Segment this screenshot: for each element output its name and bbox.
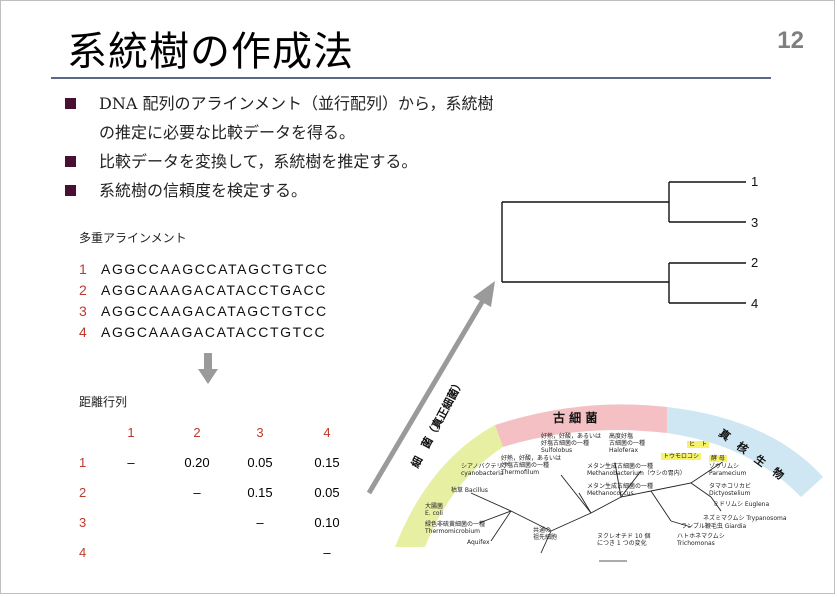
bullet-list: DNA 配列のアラインメント（並行配列）から，系統樹 の推定に必要な比較データを… [61,89,531,205]
page-number: 12 [777,27,804,54]
bullet-item: DNA 配列のアラインメント（並行配列）から，系統樹 の推定に必要な比較データを… [61,89,531,147]
alignment-label: 多重アラインメント [79,231,187,245]
matrix-header-row: 1 2 3 4 [79,425,359,445]
matrix-row: 4 – [79,545,359,565]
band-archaea [495,404,667,447]
band-eukarya [667,407,823,497]
matrix-cell: 0.20 [184,455,210,470]
matrix-cell: – [193,485,201,500]
matrix-cell: – [256,515,264,530]
matrix-label: 距離行列 [79,395,128,409]
matrix-row-index: 3 [79,515,87,530]
alignment-sequence: AGGCCAAGCCATAGCTGTCC [101,261,329,277]
band-bacteria [395,425,503,547]
alignment-row: 2 AGGCAAAGACATACCTGACC [79,280,329,301]
label-cyanobacteria: シアノバクテリア cyanobacteria [461,463,509,477]
label-human: ヒ ト [687,441,710,448]
alignment-sequence: AGGCCAAGACATAGCTGTCC [101,303,328,319]
alignment-index: 4 [79,324,87,340]
matrix-header-cell: 4 [323,425,331,440]
phylo-tree [501,181,746,304]
label-methanobacterium: メタン生成古細菌の一種 Methanobacterium（ウシの胃内） [587,463,686,477]
label-trichomonas: ハトホネマクムシ Trichomonas [677,533,725,547]
tree-leaf-label: 3 [751,215,759,230]
matrix-cell: 0.05 [247,455,273,470]
label-sulfolobus: 好熱，好酸，あるいは 好塩古細菌の一種 Sulfolobus [541,433,602,454]
tree-leaf-label: 2 [751,255,759,270]
label-paramecium: ゾウリムシ Paramecium [709,463,747,477]
bullet-item: 系統樹の信頼度を検定する。 [61,176,531,205]
bullet-text-line: 比較データを変換して，系統樹を推定する。 [99,152,418,171]
label-haloferax: 高度好塩 古細菌の一種 Haloferax [609,433,646,454]
label-bacillus: 枯草 Bacillus [451,487,488,494]
label-ecoli: 大腸菌 E. coli [425,503,444,517]
bullet-square-icon [65,156,76,167]
band-label-archaea: 古 細 菌 [553,411,598,425]
label-thermomicrobium: 緑色非硫黄細菌の一種 Thermomicrobium [425,521,486,535]
slide-title: 系統樹の作成法 [67,29,354,75]
label-giardia: ランブル鞭毛虫 Giardia [681,523,747,530]
diagonal-arrow-shaft [366,295,488,495]
matrix-header-cell: 1 [127,425,135,440]
universal-tree-graphic [395,404,823,562]
matrix-row: 1 – 0.20 0.05 0.15 [79,455,359,475]
matrix-header-cell: 3 [256,425,264,440]
label-aquifex: Aquifex [467,539,490,546]
alignment-row: 3 AGGCCAAGACATAGCTGTCC [79,301,329,322]
tree-leaf-label: 4 [751,296,759,311]
matrix-row-index: 2 [79,485,87,500]
alignment-index: 1 [79,261,87,277]
label-yeast: 酵 母 [709,455,727,462]
label-thermofilum: 好熱，好酸，あるいは 好塩古細菌の一種 Thermofilum [501,455,562,476]
bullet-square-icon [65,98,76,109]
bullet-square-icon [65,185,76,196]
matrix-row-index: 4 [79,545,87,560]
tree-leaf-label: 1 [751,174,759,189]
matrix-header-cell: 2 [193,425,201,440]
matrix-cell: 0.05 [314,485,340,500]
alignment-row: 1 AGGCCAAGCCATAGCTGTCC [79,259,329,280]
alignment-sequence: AGGCAAAGACATACCTGTCC [101,324,327,340]
bullet-text-line: DNA 配列のアラインメント（並行配列）から，系統樹 [99,94,494,113]
matrix-cell: – [127,455,135,470]
matrix-cell: – [323,545,331,560]
diagonal-arrow-head [473,281,495,307]
matrix-row-index: 1 [79,455,87,470]
bullet-text-line: の推定に必要な比較データを得る。 [99,123,356,142]
tree-branches [470,458,728,554]
matrix-row: 2 – 0.15 0.05 [79,485,359,505]
bullet-text-line: 系統樹の信頼度を検定する。 [99,181,308,200]
alignment-sequence: AGGCAAAGACATACCTGACC [101,282,327,298]
label-euglena: ミドリムシ Euglena [713,501,770,508]
matrix-cell: 0.10 [314,515,340,530]
label-corn: トウモロコシ [661,453,702,460]
title-divider [51,77,771,79]
label-dictyostelium: タマホコリカビ Dictyostelium [709,483,752,497]
label-scale: ヌクレオチド 10 個 につき 1 つの変化 [597,533,651,547]
label-trypanosoma: ネズミマクムシ Trypanosoma [703,515,787,522]
down-arrow-icon [198,353,218,384]
label-ancestor: 共通の 祖先細胞 [533,527,558,541]
bullet-item: 比較データを変換して，系統樹を推定する。 [61,147,531,176]
alignment-index: 2 [79,282,87,298]
alignment-index: 3 [79,303,87,319]
matrix-row: 3 – 0.10 [79,515,359,535]
alignment-row: 4 AGGCAAAGACATACCTGTCC [79,322,329,343]
universal-tree-figure: 細 菌（真正細菌） 古 細 菌 真 核 生 物 好熱，好酸，あるいは 好塩古細菌… [391,377,831,591]
matrix-cell: 0.15 [314,455,340,470]
matrix-cell: 0.15 [247,485,273,500]
label-methanococcus: メタン生成古細菌の一種 Methanococcus [587,483,654,497]
